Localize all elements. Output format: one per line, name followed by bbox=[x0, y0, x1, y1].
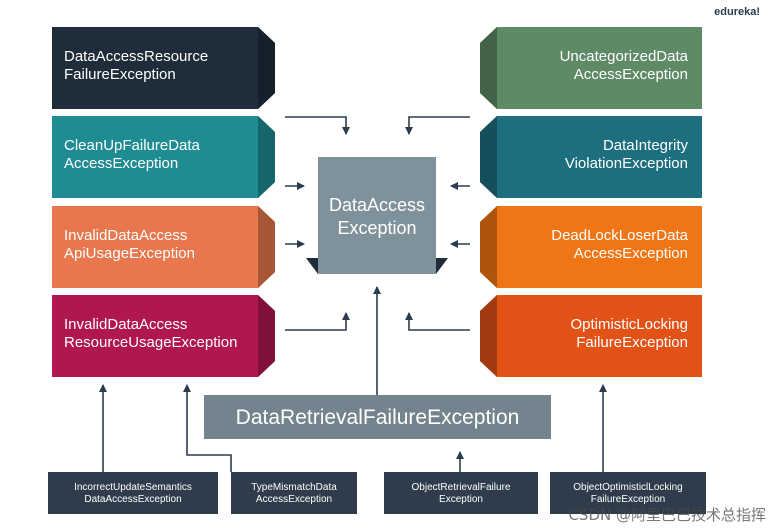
bottom-box-3 bbox=[384, 472, 538, 514]
right-box-3 bbox=[480, 206, 702, 288]
left-box-1-edge bbox=[258, 27, 275, 109]
arrow-right-4 bbox=[405, 312, 470, 331]
center-box-shadow-right bbox=[436, 258, 448, 274]
left-box-4 bbox=[52, 295, 275, 377]
right-box-3-edge bbox=[480, 206, 497, 288]
left-box-1 bbox=[52, 27, 275, 109]
brand-logo: edureka! bbox=[714, 6, 760, 18]
right-box-4 bbox=[480, 295, 702, 377]
bottom-box-1 bbox=[48, 472, 218, 514]
left-box-3-edge bbox=[258, 206, 275, 288]
right-box-4-edge bbox=[480, 295, 497, 377]
watermark-text: CSDN @阿里巴巴技术总指挥 bbox=[568, 506, 766, 524]
center-box bbox=[318, 157, 436, 274]
arrow-left-1 bbox=[285, 116, 350, 135]
arrow-right-1 bbox=[405, 116, 470, 135]
right-box-2 bbox=[480, 116, 702, 198]
left-box-4-edge bbox=[258, 295, 275, 377]
left-box-2-edge bbox=[258, 116, 275, 198]
center-box-shadow-left bbox=[306, 258, 318, 274]
retrieval-box bbox=[204, 395, 551, 439]
bottom-box-4 bbox=[550, 472, 706, 514]
left-box-2 bbox=[52, 116, 275, 198]
right-box-1-edge bbox=[480, 27, 497, 109]
arrow-left-4 bbox=[285, 312, 350, 331]
bottom-box-2 bbox=[231, 472, 357, 514]
arrow-bottom-2 bbox=[183, 384, 232, 472]
right-box-2-edge bbox=[480, 116, 497, 198]
retrieval-box-label: DataRetrievalFailureException bbox=[235, 406, 520, 429]
left-box-3 bbox=[52, 206, 275, 288]
right-box-1 bbox=[480, 27, 702, 109]
